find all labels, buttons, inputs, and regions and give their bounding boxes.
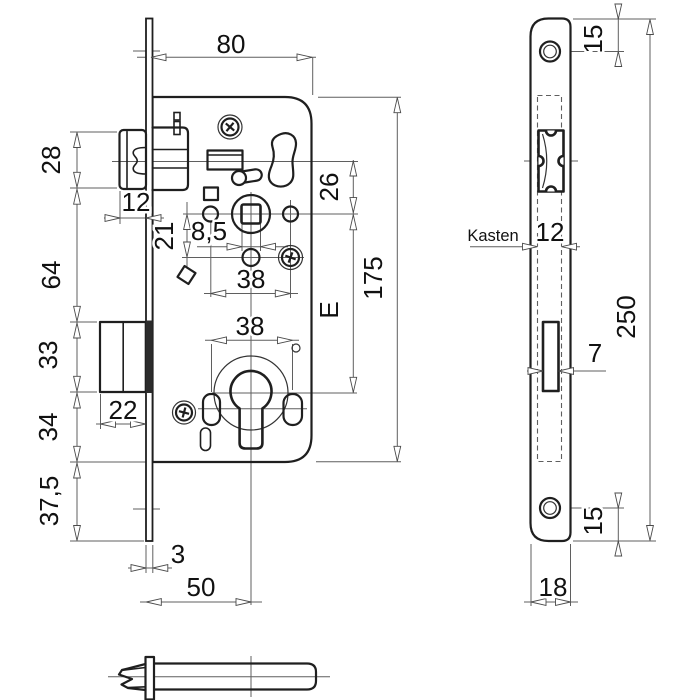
dim-38-top: 38 xyxy=(237,264,266,294)
dim-37-5: 37,5 xyxy=(34,476,64,527)
dim-3: 3 xyxy=(171,539,185,569)
dim-12-latch: 12 xyxy=(122,187,151,217)
case-hidden-outline xyxy=(536,94,563,463)
bolt-cutout xyxy=(541,320,560,393)
dim-64: 64 xyxy=(36,261,66,290)
dim-38-cylinder: 38 xyxy=(236,311,265,341)
dim-12-case: 12 xyxy=(536,217,565,247)
dim-8-5: 8,5 xyxy=(191,216,227,246)
dim-e: E xyxy=(314,301,344,318)
dim-22: 22 xyxy=(109,395,138,425)
latch-flange xyxy=(144,655,156,700)
dim-15-bottom: 15 xyxy=(578,507,608,536)
screw-hole-top xyxy=(538,40,562,63)
square-hole xyxy=(202,186,220,202)
screw-mid xyxy=(277,244,304,271)
pin-hole xyxy=(291,343,301,353)
kidney-cutout xyxy=(267,132,298,188)
small-slot xyxy=(199,427,212,452)
dim-7: 7 xyxy=(588,338,602,368)
screw-hole-bottom xyxy=(538,496,562,520)
latch-cutout xyxy=(537,129,565,193)
dim-26: 26 xyxy=(314,173,344,202)
faceplate-edge xyxy=(145,17,154,542)
label-kasten: Kasten xyxy=(467,227,518,245)
spring-box xyxy=(206,149,244,171)
bottom-view-latch xyxy=(108,655,330,700)
slot-right xyxy=(282,392,304,427)
dim-15-top: 15 xyxy=(578,25,608,54)
slot-left xyxy=(201,392,222,427)
screw-lower xyxy=(171,400,197,425)
dim-175: 175 xyxy=(358,256,388,299)
dim-250: 250 xyxy=(611,295,641,338)
cylinder-area xyxy=(171,343,304,452)
side-view xyxy=(529,17,572,543)
dimension-labels: 80 28 12 64 33 22 34 37,5 3 50 21 8,5 38… xyxy=(31,22,644,604)
tilted-square-hole xyxy=(176,264,197,286)
lever-pin xyxy=(230,168,263,187)
dim-34: 34 xyxy=(33,413,63,442)
lock-case-outline xyxy=(151,95,313,464)
front-view xyxy=(98,17,313,542)
dim-80: 80 xyxy=(217,29,246,59)
latch-bolt-front xyxy=(118,111,190,192)
dim-50: 50 xyxy=(187,572,216,602)
faceplate-front xyxy=(529,17,572,543)
deadbolt-through-plate xyxy=(145,320,153,393)
dim-18: 18 xyxy=(539,572,568,602)
dim-33: 33 xyxy=(33,341,63,370)
dim-21: 21 xyxy=(149,222,179,251)
screw-top xyxy=(217,114,243,140)
dim-28: 28 xyxy=(36,146,66,175)
handle-follower xyxy=(201,193,300,268)
deadbolt xyxy=(98,320,153,394)
euro-cylinder-hole xyxy=(229,369,273,450)
latch-shaft xyxy=(152,662,318,691)
